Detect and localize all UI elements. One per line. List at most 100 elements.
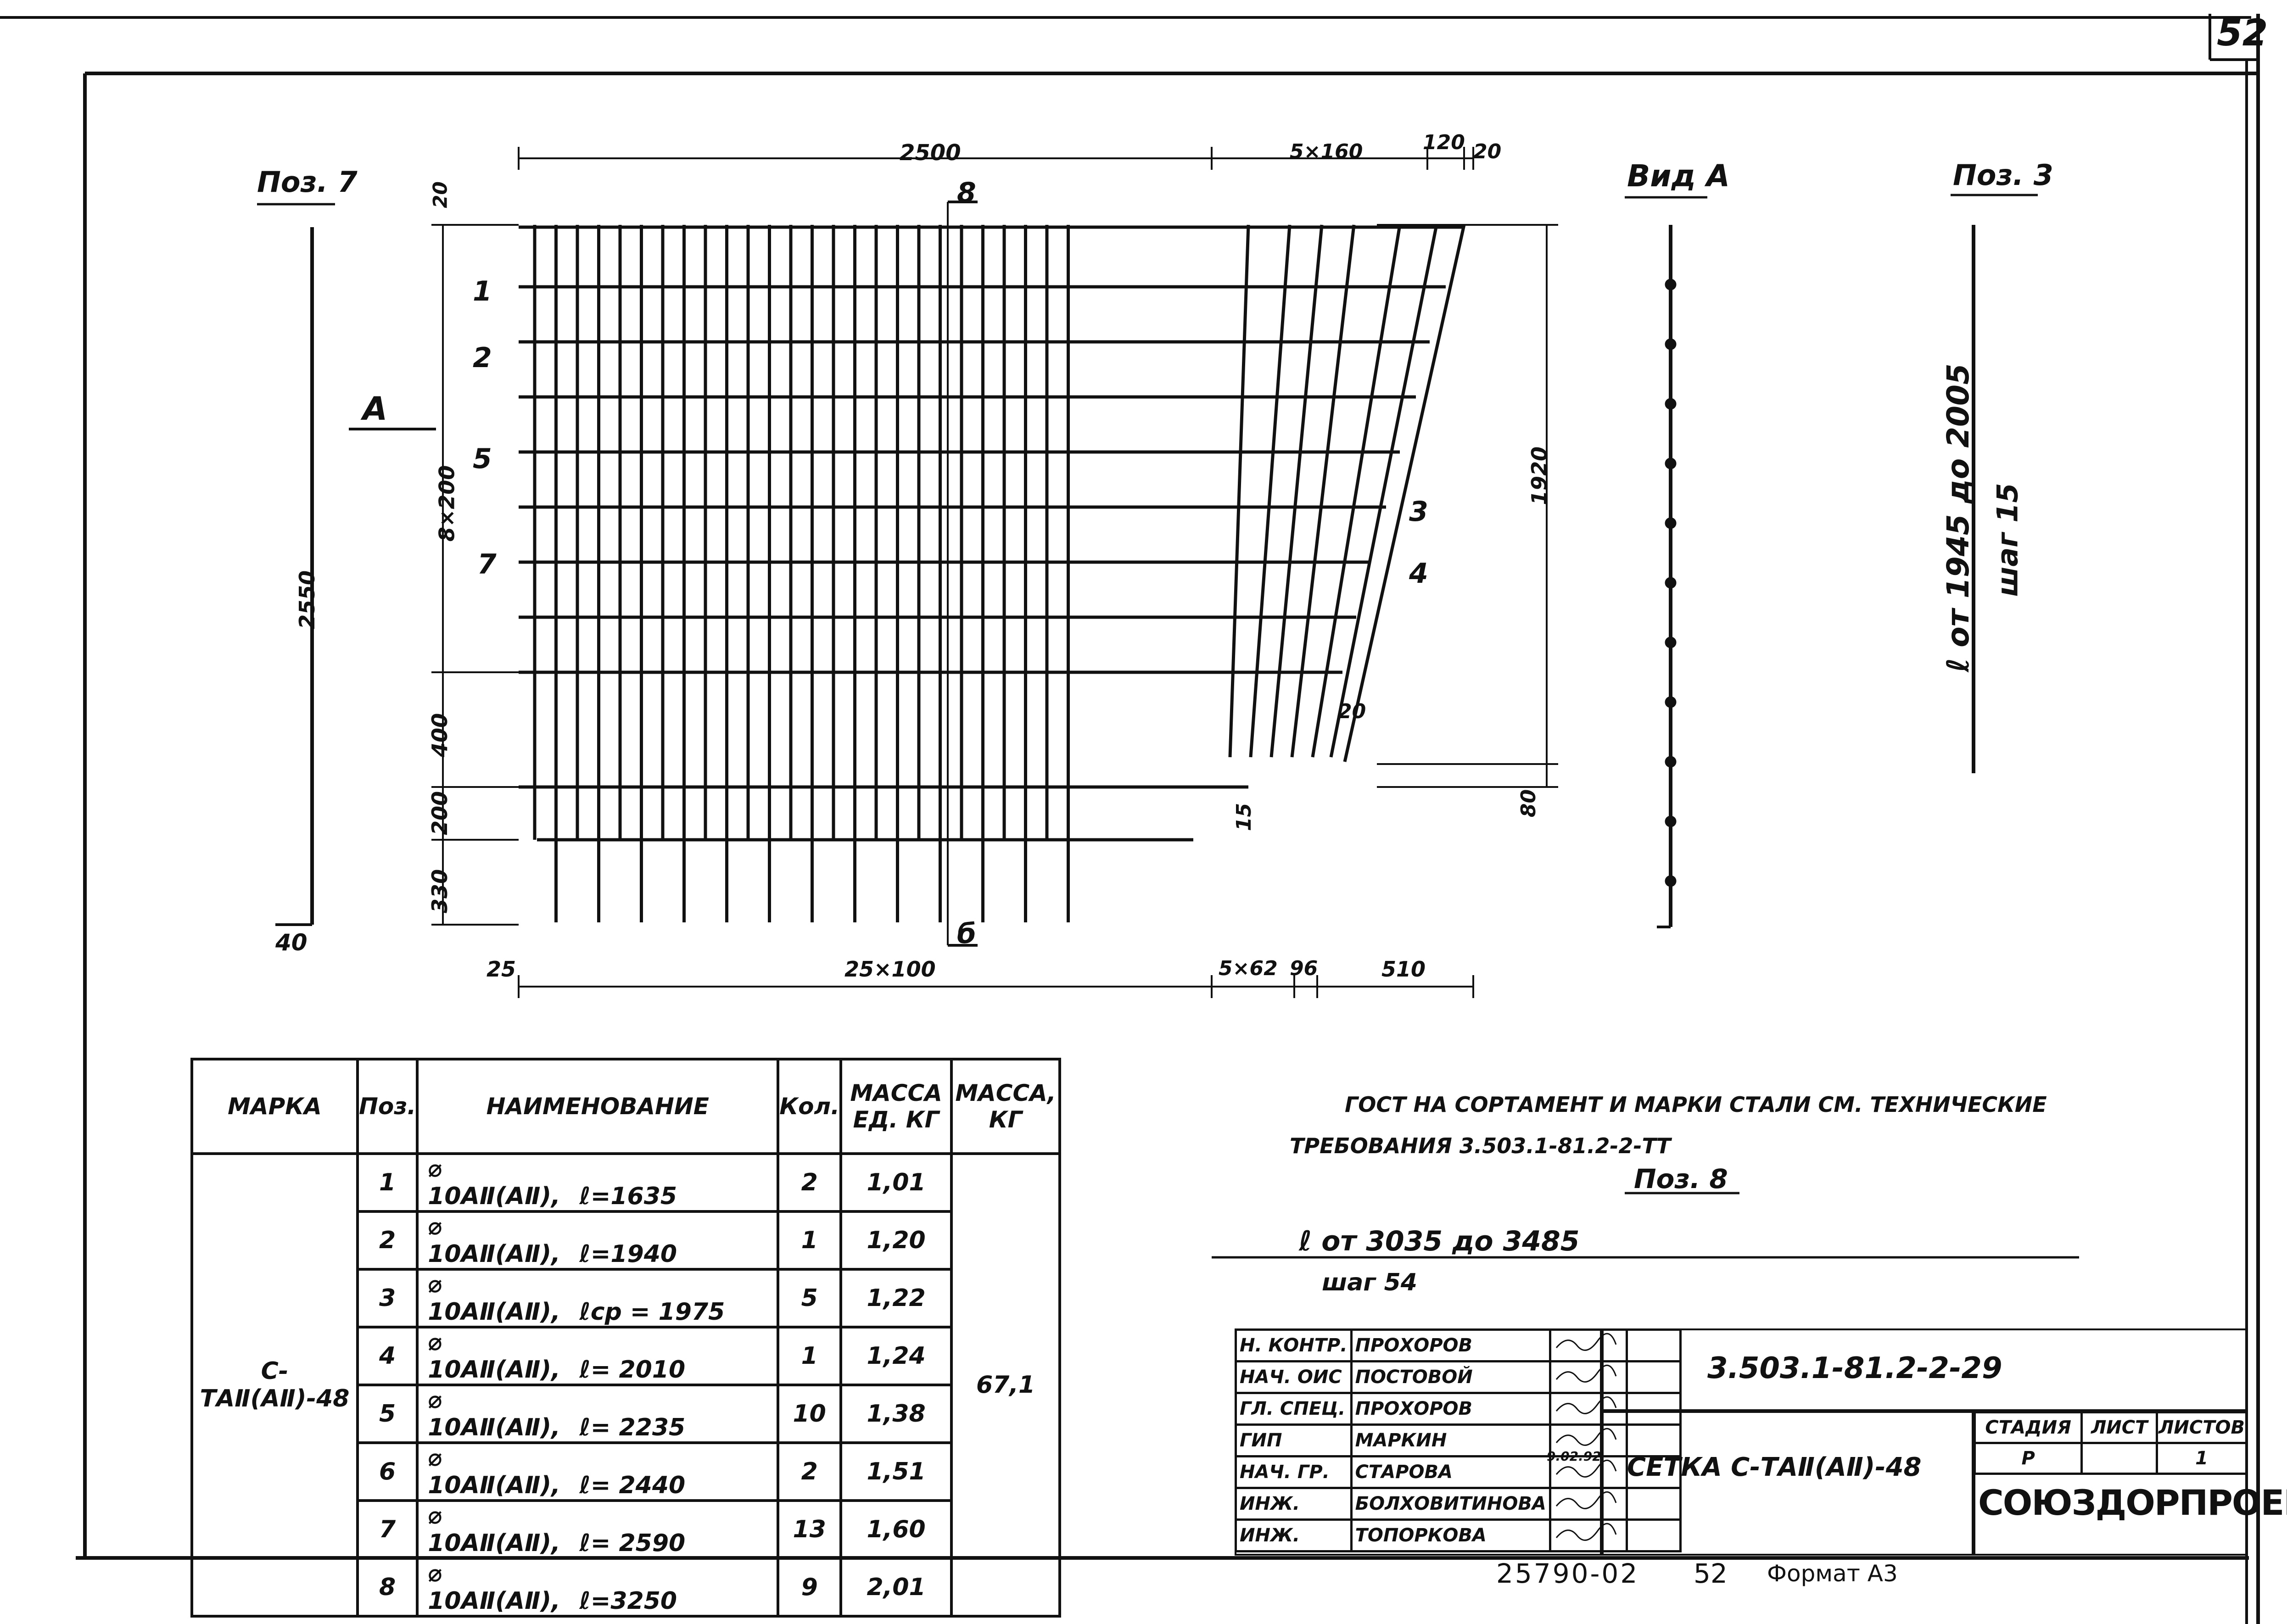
- doc-code: 3.503.1-81.2-2-29: [1707, 1351, 2002, 1385]
- dim-200-left: 200: [427, 791, 453, 836]
- sheets-header: ЛИСТОВ: [2156, 1411, 2248, 1444]
- signer-row: ИНЖ.БОЛХОВИТИНОВА: [1235, 1487, 1682, 1521]
- organization-name: СОЮЗДОРПРОЕКТ: [1978, 1482, 2287, 1523]
- qty-cell: 2: [777, 1441, 843, 1502]
- stage-value: Р: [1973, 1442, 2083, 1475]
- dim-25x100: 25×100: [844, 957, 936, 982]
- date-cell: [1625, 1455, 1682, 1489]
- drawing-title: СЕТКА С-ТАⅡ(АⅡ)-48: [1627, 1452, 1922, 1482]
- header-pos: Поз.: [356, 1058, 419, 1155]
- dim-15: 15: [1232, 803, 1256, 832]
- header-mass: МАССА, КГ: [950, 1058, 1062, 1155]
- signer-role: ИНЖ.: [1235, 1518, 1353, 1552]
- bar-name: ⌀ 10АⅡ(АⅡ),: [428, 1155, 560, 1210]
- section-b-bottom: б: [957, 918, 976, 950]
- dim-25: 25: [486, 957, 516, 982]
- signer-row: ГЛ. СПЕЦ.ПРОХОРОВ: [1235, 1392, 1682, 1426]
- dim-5x62: 5×62: [1219, 957, 1278, 980]
- bar-name: ⌀ 10АⅡ(АⅡ),: [428, 1328, 560, 1384]
- header-unit-mass: МАССА ЕД. КГ: [839, 1058, 953, 1155]
- signature: [1549, 1360, 1628, 1394]
- pos8-label: Поз. 8: [1634, 1163, 1728, 1194]
- signer-role: Н. КОНТР.: [1235, 1328, 1353, 1362]
- dim-330: 330: [427, 869, 453, 914]
- unit-mass-cell: 1,20: [839, 1210, 953, 1271]
- date-cell: [1625, 1518, 1682, 1552]
- notes-line2: ТРЕБОВАНИЯ 3.503.1-81.2-2-ТТ: [1290, 1133, 1671, 1158]
- name-cell: ⌀ 10АⅡ(АⅡ), ℓ=1635: [416, 1152, 780, 1213]
- bar-length: ℓср = 1975: [579, 1298, 725, 1326]
- unit-mass-cell: 1,60: [839, 1499, 953, 1560]
- bar-length: ℓ=1635: [579, 1183, 677, 1210]
- bar-name: ⌀ 10АⅡ(АⅡ),: [428, 1560, 560, 1615]
- signer-role: НАЧ. ГР.: [1235, 1455, 1353, 1489]
- dim-400: 400: [427, 713, 453, 758]
- name-cell: ⌀ 10АⅡ(АⅡ),ℓ=3250: [416, 1557, 780, 1618]
- header-qty: Кол.: [777, 1058, 843, 1155]
- bar-name: ⌀ 10АⅡ(АⅡ),: [428, 1213, 560, 1268]
- dim-1920: 1920: [1527, 446, 1552, 506]
- unit-mass-cell: 1,51: [839, 1441, 953, 1502]
- signer-name: ПРОХОРОВ: [1350, 1328, 1551, 1362]
- dim-80: 80: [1517, 789, 1541, 818]
- unit-mass-cell: 1,01: [839, 1152, 953, 1213]
- name-cell: ⌀ 10АⅡ(АⅡ),ℓ= 2235: [416, 1384, 780, 1444]
- signature: [1549, 1328, 1628, 1362]
- sheets-value: 1: [2156, 1442, 2248, 1475]
- bar-label-2: 2: [473, 342, 492, 374]
- pos3-length: ℓ от 1945 до 2005: [1940, 363, 1976, 672]
- footer-number: 25790-02: [1496, 1558, 1639, 1589]
- qty-cell: 5: [777, 1268, 843, 1328]
- pos-cell: 5: [356, 1384, 419, 1444]
- name-cell: ⌀ 10АⅡ(АⅡ),ℓср = 1975: [416, 1268, 780, 1328]
- qty-cell: 10: [777, 1384, 843, 1444]
- dim-20-top: 20: [1473, 140, 1502, 163]
- bar-length: ℓ= 2590: [579, 1529, 686, 1557]
- sheet-value: [2080, 1442, 2158, 1475]
- dim-2550: 2550: [295, 570, 320, 630]
- stage-table: СТАДИЯ ЛИСТ ЛИСТОВ Р 1: [1973, 1411, 2248, 1475]
- pos3-step: шаг 15: [1991, 483, 2024, 597]
- signer-role: ГЛ. СПЕЦ.: [1235, 1392, 1353, 1426]
- date-cell: [1625, 1392, 1682, 1426]
- view-a-label: Вид А: [1627, 158, 1730, 194]
- bar-label-7: 7: [477, 548, 497, 580]
- dim-510: 510: [1381, 957, 1426, 982]
- signer-name: БОЛХОВИТИНОВА: [1350, 1487, 1551, 1521]
- mark-cell: С-ТАⅡ(АⅡ)-48: [190, 1152, 359, 1618]
- signature: [1549, 1455, 1628, 1489]
- pos3-label: Поз. 3: [1953, 158, 2053, 192]
- dim-8x200: 8×200: [434, 465, 459, 542]
- stage-header: СТАДИЯ: [1973, 1411, 2083, 1444]
- qty-cell: 13: [777, 1499, 843, 1560]
- section-b-top: 8: [957, 177, 976, 209]
- sheet-header: ЛИСТ: [2080, 1411, 2158, 1444]
- dim-20-right: 20: [1338, 700, 1366, 723]
- pos-cell: 7: [356, 1499, 419, 1560]
- dim-2500: 2500: [900, 140, 961, 166]
- pos7-label: Поз. 7: [257, 165, 358, 199]
- pos-cell: 4: [356, 1326, 419, 1386]
- signer-name: СТАРОВА: [1350, 1455, 1551, 1489]
- corner-40-label: 40: [275, 929, 308, 956]
- dim-120: 120: [1423, 131, 1465, 154]
- date-cell: [1625, 1423, 1682, 1457]
- signer-role: НАЧ. ОИС: [1235, 1360, 1353, 1394]
- sign-date: 9.02.92: [1547, 1449, 1601, 1464]
- signer-row: ИНЖ.ТОПОРКОВА: [1235, 1518, 1682, 1552]
- pos-cell: 3: [356, 1268, 419, 1328]
- date-cell: [1625, 1487, 1682, 1521]
- specification-table: МАРКА Поз. НАИМЕНОВАНИЕ Кол. МАССА ЕД. К…: [190, 1058, 1062, 1618]
- qty-cell: 2: [777, 1152, 843, 1213]
- qty-cell: 1: [777, 1210, 843, 1271]
- section-a-label: А: [363, 390, 388, 428]
